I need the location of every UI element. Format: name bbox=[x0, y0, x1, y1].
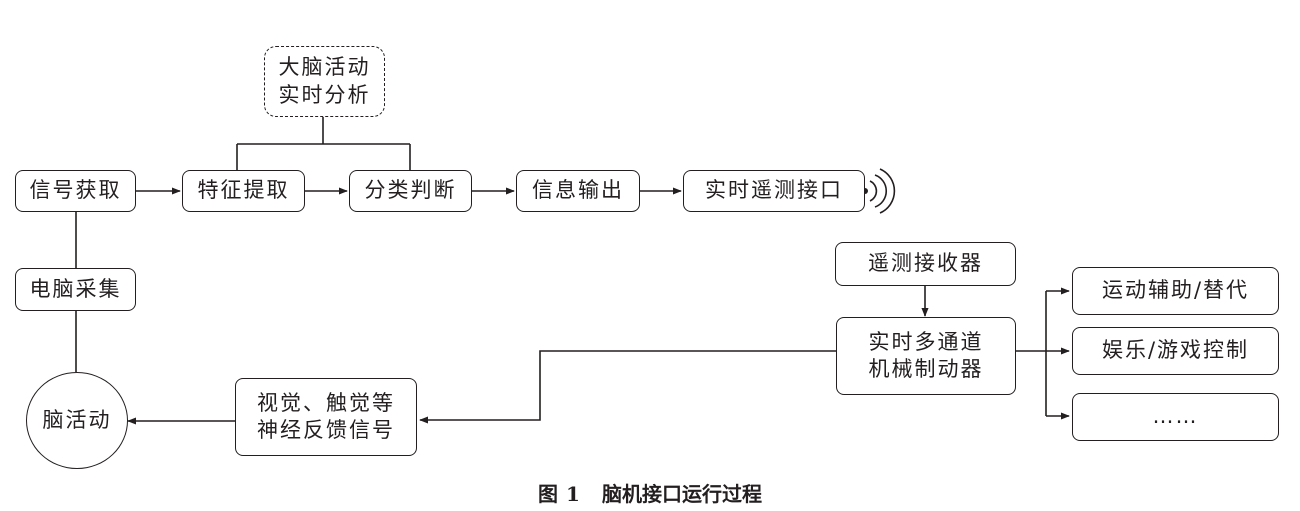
brain-activity-circle: 脑活动 bbox=[26, 372, 128, 469]
motion-assist-box: 运动辅助/替代 bbox=[1072, 267, 1279, 315]
telemetry-receiver-box: 遥测接收器 bbox=[835, 242, 1016, 286]
actuator-box: 实时多通道 机械制动器 bbox=[836, 317, 1016, 395]
caption-number: 1 bbox=[566, 482, 580, 506]
info-output-box: 信息输出 bbox=[516, 170, 640, 212]
neurofeedback-line-2: 神经反馈信号 bbox=[257, 418, 395, 442]
caption-prefix: 图 bbox=[538, 482, 559, 506]
eeg-collection-box: 电脑采集 bbox=[15, 268, 136, 311]
brain-activity-analysis-box: 大脑活动 实时分析 bbox=[264, 46, 385, 117]
telemetry-receiver-label: 遥测接收器 bbox=[868, 251, 983, 276]
brain-analysis-line-2: 实时分析 bbox=[278, 82, 371, 107]
classification-label: 分类判断 bbox=[364, 178, 457, 203]
classification-box: 分类判断 bbox=[349, 170, 472, 212]
signal-acquisition-label: 信号获取 bbox=[29, 178, 122, 203]
feature-extraction-box: 特征提取 bbox=[182, 170, 305, 212]
entertainment-control-label: 娱乐/游戏控制 bbox=[1101, 338, 1250, 363]
neurofeedback-line-1: 视觉、触觉等 bbox=[257, 390, 395, 415]
more-outputs-label: …… bbox=[1152, 404, 1199, 429]
actuator-line-2: 机械制动器 bbox=[868, 357, 984, 381]
brain-activity-label: 脑活动 bbox=[42, 407, 112, 432]
info-output-label: 信息输出 bbox=[532, 178, 624, 203]
telemetry-interface-box: 实时遥测接口 bbox=[683, 170, 865, 212]
actuator-line-1: 实时多通道 bbox=[868, 329, 984, 354]
caption-title: 脑机接口运行过程 bbox=[601, 482, 762, 506]
neurofeedback-box: 视觉、触觉等 神经反馈信号 bbox=[235, 378, 417, 456]
signal-acquisition-box: 信号获取 bbox=[15, 170, 136, 212]
arrow-actuator-to-feedback bbox=[419, 350, 836, 424]
more-outputs-box: …… bbox=[1072, 393, 1279, 441]
wireless-waves-icon bbox=[869, 168, 896, 214]
telemetry-interface-label: 实时遥测接口 bbox=[705, 178, 843, 203]
feature-extraction-label: 特征提取 bbox=[197, 178, 290, 203]
entertainment-control-box: 娱乐/游戏控制 bbox=[1072, 327, 1279, 375]
eeg-collection-label: 电脑采集 bbox=[29, 276, 122, 301]
brain-analysis-line-1: 大脑活动 bbox=[278, 55, 371, 80]
motion-assist-label: 运动辅助/替代 bbox=[1101, 278, 1250, 303]
